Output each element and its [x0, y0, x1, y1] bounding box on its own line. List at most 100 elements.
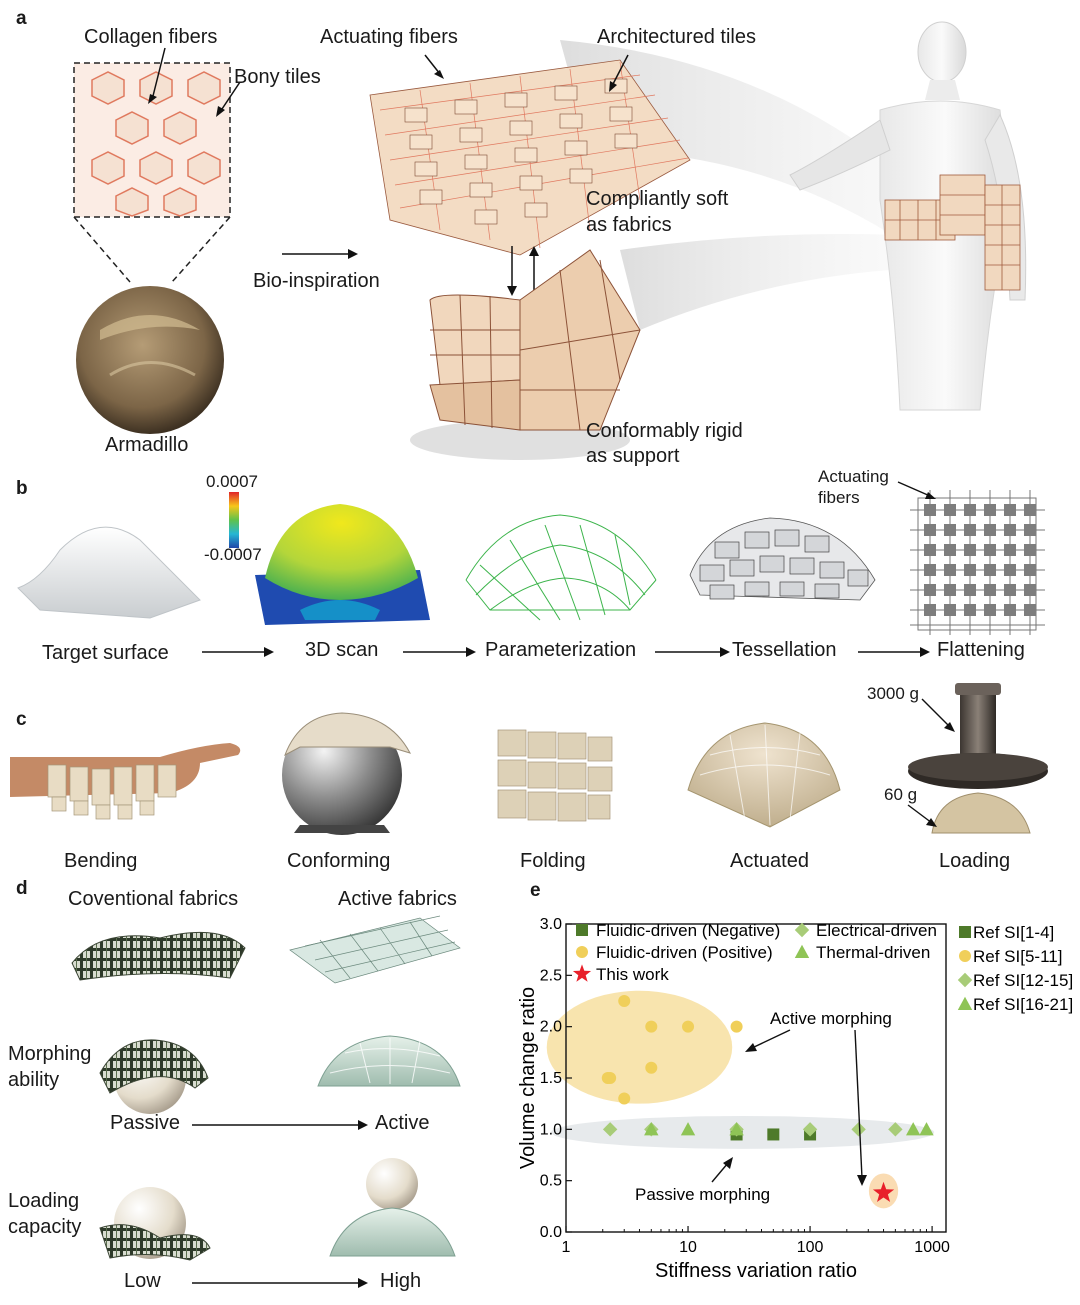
data-point-triangle — [644, 1122, 659, 1136]
panel-b: b — [0, 467, 1080, 670]
label-architectured-tiles: Architectured tiles — [597, 26, 756, 48]
panel-e-letter: e — [530, 880, 541, 901]
weight-3000g — [960, 690, 996, 760]
armadillo-image — [76, 286, 224, 434]
high-load-dome — [329, 1207, 456, 1257]
label-as-support: as support — [586, 445, 680, 467]
colorbar — [229, 492, 239, 548]
conforming-tiles — [284, 712, 411, 757]
label-high: High — [380, 1270, 422, 1292]
caption-folding: Folding — [520, 850, 586, 872]
x-tick-label: 1 — [562, 1239, 571, 1256]
x-tick-label: 100 — [797, 1239, 824, 1256]
caption-conforming: Conforming — [287, 850, 391, 872]
passive-fabric — [99, 1039, 209, 1094]
data-point-circle — [604, 1072, 617, 1084]
annotation-arrowhead — [745, 1043, 757, 1052]
step-parameterization: Parameterization — [485, 639, 637, 661]
label-bony-tiles: Bony tiles — [234, 66, 321, 88]
low-load-fabric — [99, 1224, 211, 1261]
y-tick-label: 1.5 — [540, 1070, 562, 1087]
legend-label: Thermal-driven — [816, 943, 930, 962]
caption-actuated: Actuated — [730, 850, 809, 872]
label-60g: 60 g — [884, 785, 918, 804]
label-ability: ability — [8, 1069, 60, 1091]
data-point-circle — [682, 1020, 695, 1033]
region-0 — [546, 990, 733, 1104]
projection-beam — [620, 234, 900, 330]
active-dome — [317, 1035, 461, 1087]
annotation-arrow — [751, 1029, 791, 1049]
annotation-arrowhead — [857, 1175, 867, 1186]
x-tick-label: 1000 — [914, 1239, 950, 1256]
annotation-arrow — [711, 1162, 729, 1183]
step-flattening: Flattening — [937, 639, 1025, 661]
colorbar-max: 0.0007 — [206, 472, 258, 491]
flat-tiles — [404, 78, 638, 225]
target-surface — [17, 526, 201, 619]
ref-legend-label: Ref SI[5-11] — [973, 947, 1062, 966]
data-point-square — [767, 1128, 780, 1141]
label-as-fabrics: as fabrics — [586, 214, 672, 236]
label-active: Active — [375, 1112, 430, 1134]
legend-label: Electrical-driven — [816, 921, 937, 940]
ref-legend-marker — [959, 950, 971, 962]
conventional-fabric — [71, 931, 246, 981]
y-tick-label: 2.0 — [540, 1019, 562, 1036]
label-active-fabrics: Active fabrics — [338, 888, 457, 910]
legend-marker — [794, 922, 810, 938]
caption-loading: Loading — [939, 850, 1011, 872]
panel-c-letter: c — [16, 709, 27, 730]
annotation-arrow — [854, 1029, 863, 1179]
label-bio-inspiration: Bio-inspiration — [253, 270, 380, 292]
region-1 — [551, 1115, 935, 1149]
active-fabric-sheet — [289, 915, 461, 984]
y-tick-label: 3.0 — [540, 916, 562, 933]
panel-b-art — [17, 481, 1045, 657]
label-conventional-fabrics: Coventional fabrics — [68, 888, 239, 910]
ref-legend-label: Ref SI[1-4] — [973, 923, 1054, 942]
data-point-triangle — [729, 1122, 744, 1136]
label-3000g: 3000 g — [867, 684, 919, 703]
hex-tiles — [91, 71, 221, 217]
loaded-dome — [931, 792, 1031, 834]
panel-a: a — [0, 0, 1080, 470]
data-point-circle — [618, 1092, 631, 1105]
legend-marker — [794, 944, 810, 958]
y-tick-label: 0.5 — [540, 1173, 562, 1190]
panel-a-letter: a — [16, 8, 27, 29]
panel-d-letter: d — [16, 878, 28, 899]
legend-label: Fluidic-driven (Positive) — [596, 943, 773, 962]
legend-label: This work — [596, 965, 669, 984]
legend-label: Fluidic-driven (Negative) — [596, 921, 780, 940]
arm-tiles — [884, 174, 1021, 291]
tessellation-tiles — [699, 529, 869, 600]
bending-tiles — [47, 764, 177, 820]
label-armadillo: Armadillo — [105, 434, 189, 456]
label-fibers: fibers — [818, 488, 860, 507]
ref-legend-label: Ref SI[12-15] — [973, 971, 1073, 990]
ref-legend-marker — [957, 996, 973, 1010]
scan-dome — [265, 504, 418, 600]
flattening-tiles — [924, 504, 1036, 616]
annotation-active-morphing: Active morphing — [770, 1009, 892, 1028]
data-point-triangle — [905, 1122, 921, 1136]
param-mesh — [465, 514, 657, 621]
ref-legend-label: Ref SI[16-21] — [973, 995, 1073, 1014]
legend-marker — [572, 964, 592, 982]
label-collagen-fibers: Collagen fibers — [84, 26, 218, 48]
label-actuating: Actuating — [818, 467, 889, 486]
label-actuating-fibers: Actuating fibers — [320, 26, 458, 48]
step-target-surface: Target surface — [42, 642, 169, 664]
label-capacity: capacity — [8, 1216, 82, 1238]
projection-beam — [560, 40, 930, 240]
actuated-dome — [687, 722, 841, 828]
legend-marker — [576, 946, 588, 958]
folding-tiles — [497, 729, 613, 822]
label-passive: Passive — [110, 1112, 181, 1134]
annotation-passive-morphing: Passive morphing — [635, 1185, 770, 1204]
x-tick-label: 10 — [679, 1239, 697, 1256]
data-point-star — [872, 1181, 895, 1202]
